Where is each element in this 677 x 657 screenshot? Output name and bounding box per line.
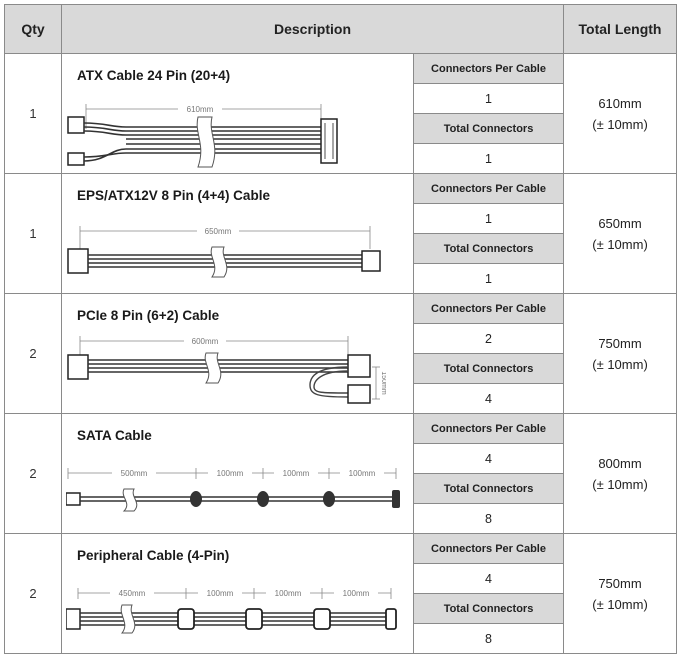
dim-label: 450mm xyxy=(119,589,146,598)
description-header: Description xyxy=(60,4,565,54)
dim-label: 100mm xyxy=(283,469,310,478)
table-row: 1 ATX Cable 24 Pin (20+4) 610mm xyxy=(4,53,677,174)
total-connectors-value: 8 xyxy=(412,623,565,654)
dim-label: 650mm xyxy=(205,227,232,236)
table-row: 1 EPS/ATX12V 8 Pin (4+4) Cable 650mm Con… xyxy=(4,173,677,294)
table-row: 8 xyxy=(5,503,677,534)
description-cell: EPS/ATX12V 8 Pin (4+4) Cable 650mm xyxy=(61,173,414,294)
dim-label: 100mm xyxy=(349,469,376,478)
table-row: 2 xyxy=(5,323,677,354)
table-row: 1 xyxy=(5,83,677,114)
description-cell: PCIe 8 Pin (6+2) Cable 600mm xyxy=(61,293,414,414)
dim-label: 100mm xyxy=(275,589,302,598)
connectors-per-cable-value: 4 xyxy=(412,443,565,474)
pcie-cable-drawing: 600mm 150mm xyxy=(67,335,386,404)
connectors-per-cable-label: Connectors Per Cable xyxy=(412,413,565,444)
cable-name: EPS/ATX12V 8 Pin (4+4) Cable xyxy=(77,188,270,203)
qty-cell: 2 xyxy=(4,293,62,414)
description-cell: ATX Cable 24 Pin (20+4) 610mm xyxy=(61,53,414,174)
length-cell: 610mm (± 10mm) xyxy=(563,53,677,174)
table-row: Total Connectors xyxy=(5,233,677,264)
description-cell: Peripheral Cable (4-Pin) 450mm 100mm 100… xyxy=(61,533,414,654)
qty-cell: 1 xyxy=(4,53,62,174)
total-connectors-value: 4 xyxy=(412,383,565,414)
total-connectors-value: 1 xyxy=(412,143,565,174)
length-cell: 750mm (± 10mm) xyxy=(563,533,677,654)
total-length-header: Total Length xyxy=(563,4,677,54)
length-cell: 650mm (± 10mm) xyxy=(563,173,677,294)
length-tolerance: (± 10mm) xyxy=(592,596,648,612)
length-value: 800mm xyxy=(598,455,642,471)
length-value: 750mm xyxy=(598,575,642,591)
table-row: 2 SATA Cable 500mm 100mm 100mm 100mm xyxy=(4,413,677,534)
table-row: Total Connectors xyxy=(5,113,677,144)
cable-name: Peripheral Cable (4-Pin) xyxy=(77,548,230,563)
connectors-per-cable-value: 1 xyxy=(412,203,565,234)
table-row: 2 Peripheral Cable (4-Pin) 450mm 100mm 1… xyxy=(4,533,677,654)
connectors-per-cable-label: Connectors Per Cable xyxy=(412,53,565,84)
qty-cell: 1 xyxy=(4,173,62,294)
peripheral-cable-drawing: 450mm 100mm 100mm 100mm xyxy=(66,587,397,634)
cable-name: SATA Cable xyxy=(77,428,152,443)
eps-cable-drawing: 650mm xyxy=(67,225,381,278)
table-row: Total Connectors xyxy=(5,473,677,504)
qty-cell: 2 xyxy=(4,413,62,534)
sata-cable-drawing: 500mm 100mm 100mm 100mm xyxy=(66,467,400,512)
connectors-per-cable-value: 1 xyxy=(412,83,565,114)
total-connectors-label: Total Connectors xyxy=(412,233,565,264)
length-value: 610mm xyxy=(598,95,642,111)
header-row: Qty Description Total Length xyxy=(4,4,677,54)
length-tolerance: (± 10mm) xyxy=(592,476,648,492)
dim-label: 100mm xyxy=(207,589,234,598)
qty-header: Qty xyxy=(4,4,62,54)
dim-label: 500mm xyxy=(121,469,148,478)
qty-cell: 2 xyxy=(4,533,62,654)
total-connectors-value: 8 xyxy=(412,503,565,534)
dim-label: 150mm xyxy=(380,371,386,395)
cable-name: PCIe 8 Pin (6+2) Cable xyxy=(77,308,220,323)
length-cell: 800mm (± 10mm) xyxy=(563,413,677,534)
length-value: 750mm xyxy=(598,335,642,351)
table-row: 2 PCIe 8 Pin (6+2) Cable 600mm xyxy=(4,293,677,414)
dim-label: 100mm xyxy=(343,589,370,598)
length-tolerance: (± 10mm) xyxy=(592,116,648,132)
total-connectors-value: 1 xyxy=(412,263,565,294)
atx-cable-drawing: 610mm xyxy=(67,103,338,168)
table-row: 8 xyxy=(5,623,677,654)
dim-label: 610mm xyxy=(187,105,214,114)
total-connectors-label: Total Connectors xyxy=(412,473,565,504)
connectors-per-cable-value: 4 xyxy=(412,563,565,594)
length-tolerance: (± 10mm) xyxy=(592,356,648,372)
connectors-per-cable-value: 2 xyxy=(412,323,565,354)
length-value: 650mm xyxy=(598,215,642,231)
connectors-per-cable-label: Connectors Per Cable xyxy=(412,173,565,204)
total-connectors-label: Total Connectors xyxy=(412,353,565,384)
length-tolerance: (± 10mm) xyxy=(592,236,648,252)
total-connectors-label: Total Connectors xyxy=(412,593,565,624)
length-cell: 750mm (± 10mm) xyxy=(563,293,677,414)
table-row: Total Connectors xyxy=(5,353,677,384)
total-connectors-label: Total Connectors xyxy=(412,113,565,144)
cable-name: ATX Cable 24 Pin (20+4) xyxy=(77,68,231,83)
table-row: 1 xyxy=(5,263,677,294)
description-cell: SATA Cable 500mm 100mm 100mm 100mm xyxy=(61,413,414,534)
connectors-per-cable-label: Connectors Per Cable xyxy=(412,533,565,564)
dim-label: 100mm xyxy=(217,469,244,478)
table-row: 4 xyxy=(5,383,677,414)
cable-spec-table: Qty Description Total Length 1 ATX Cable… xyxy=(4,4,677,654)
table-row: 4 xyxy=(5,443,677,474)
connectors-per-cable-label: Connectors Per Cable xyxy=(412,293,565,324)
dim-label: 600mm xyxy=(192,337,219,346)
